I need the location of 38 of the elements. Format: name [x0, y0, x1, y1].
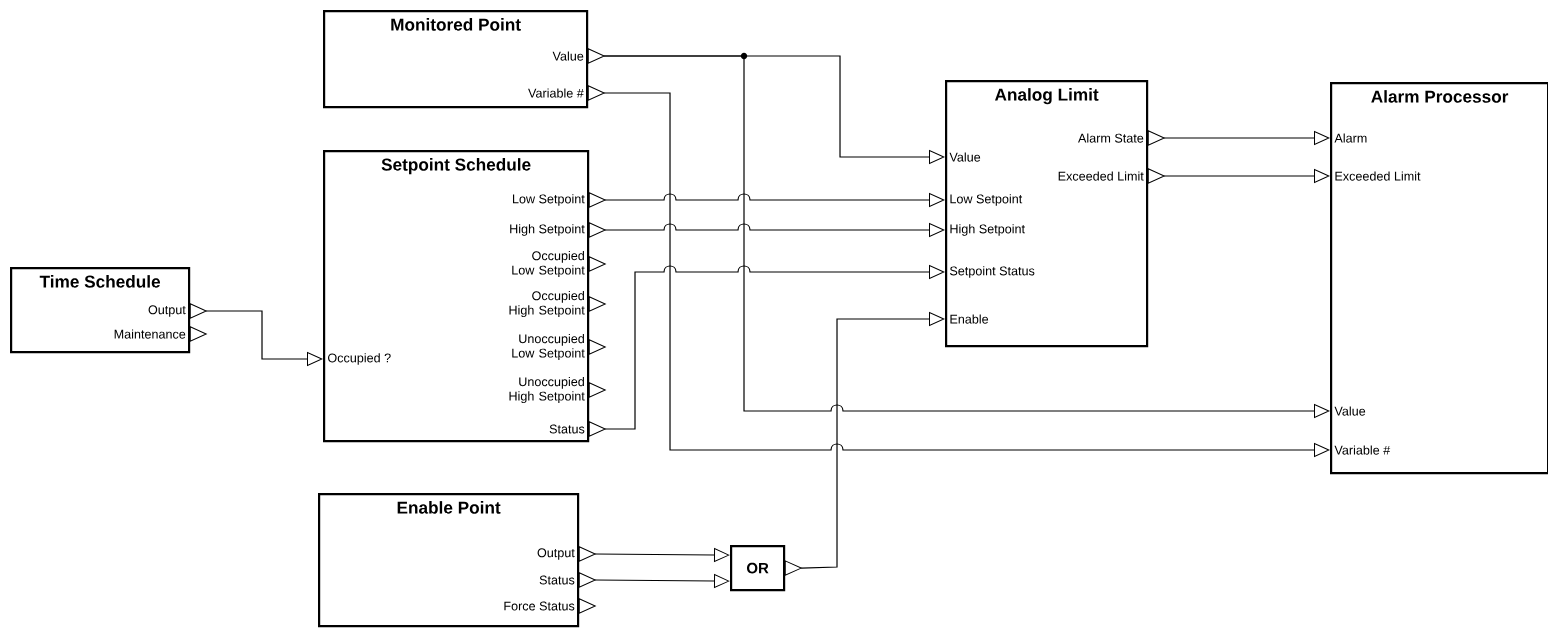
output-port: Variable # [528, 88, 584, 98]
connector [604, 264, 945, 430]
input-port: Variable # [1334, 445, 1391, 455]
output-port: Force Status [504, 601, 575, 611]
output-port: Unoccupied High Setpoint [509, 376, 585, 404]
connector [800, 311, 945, 569]
output-port: Output [537, 548, 575, 560]
output-port: Status [539, 575, 575, 585]
output-port: Maintenance [114, 329, 186, 339]
connector [603, 92, 1330, 458]
connector [603, 55, 1330, 419]
output-port: Occupied Low Setpoint [512, 250, 585, 278]
input-port: Value [1334, 406, 1366, 416]
input-port: Value [949, 152, 981, 162]
input-port: Low Setpoint [950, 194, 1023, 206]
input-port: Occupied ? [328, 353, 391, 365]
input-port: Setpoint Status [949, 266, 1035, 278]
connector [205, 310, 323, 367]
output-port: High Setpoint [510, 224, 585, 236]
connector [1163, 130, 1330, 146]
output-port: Value [552, 51, 584, 61]
output-port: Alarm State [1078, 133, 1144, 143]
input-port: Enable [950, 314, 989, 324]
output-port: Output [148, 305, 186, 317]
connector [604, 222, 945, 238]
output-port: Exceeded Limit [1058, 171, 1144, 181]
connector [594, 547, 730, 563]
output-port: Unoccupied Low Setpoint [512, 333, 585, 361]
output-port: Low Setpoint [513, 194, 585, 206]
connector [594, 573, 730, 589]
input-port: Exceeded Limit [1335, 171, 1421, 181]
or-gate: OR [730, 545, 802, 592]
connector [604, 192, 945, 208]
connector [1163, 168, 1330, 184]
output-port: Occupied High Setpoint [509, 290, 585, 318]
input-port: High Setpoint [950, 224, 1025, 236]
input-port: Alarm [1334, 133, 1367, 143]
output-port: Status [549, 424, 585, 434]
